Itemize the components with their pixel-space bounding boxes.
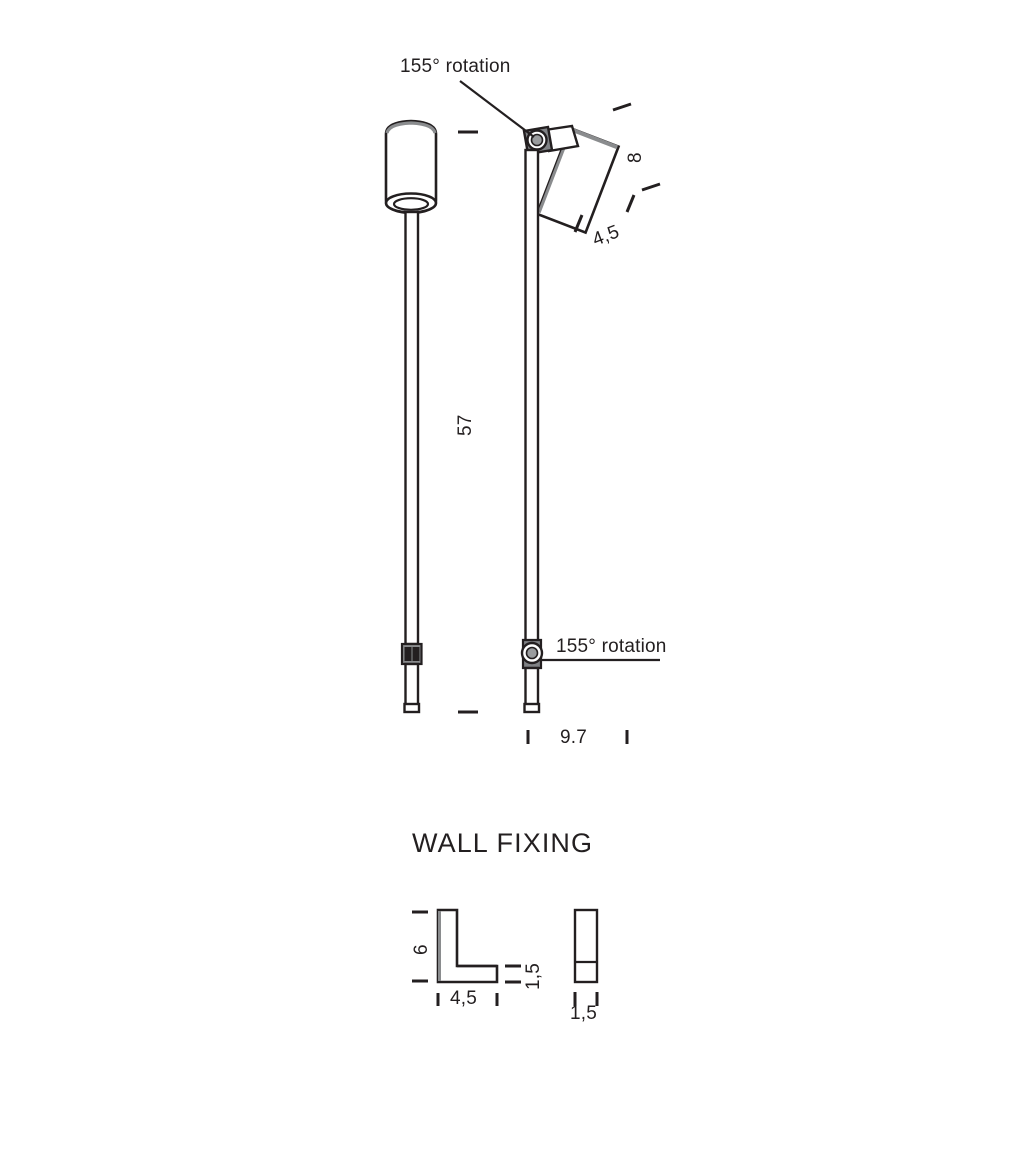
dim-head-length-tick-top bbox=[612, 102, 632, 112]
side-view-group bbox=[520, 124, 621, 714]
front-joint-detail-right bbox=[412, 647, 420, 661]
bracket-height-dimension-label: 6 bbox=[411, 944, 432, 955]
side-base-pivot-pin bbox=[525, 646, 539, 660]
side-head-top-highlight bbox=[569, 127, 618, 150]
overall-height-dimension-label: 57 bbox=[455, 414, 476, 436]
wall-fixing-bracket-side bbox=[573, 908, 599, 984]
front-view-group bbox=[384, 119, 438, 714]
side-head-pivot-pin bbox=[530, 133, 544, 147]
front-foot-cap bbox=[403, 702, 421, 714]
bracket-side-profile bbox=[573, 908, 599, 984]
dim-head-length-tick-bottom bbox=[641, 182, 661, 192]
base-rotation-label: 155° rotation bbox=[556, 636, 667, 657]
side-foot-cap bbox=[523, 702, 541, 714]
wall-fixing-bracket-front bbox=[436, 908, 499, 984]
side-pole-lower bbox=[524, 666, 540, 710]
front-head-top-highlight bbox=[385, 121, 437, 134]
bracket-depth-dimension-label: 1,5 bbox=[570, 1003, 598, 1024]
front-joint-detail-left bbox=[404, 647, 412, 661]
base-width-dimension-label: 9.7 bbox=[560, 727, 588, 748]
bracket-thickness-dimension-label: 1,5 bbox=[523, 962, 544, 990]
dim-head-dia-tick-left bbox=[573, 214, 584, 233]
head-rotation-label: 155° rotation bbox=[400, 56, 511, 77]
side-pole-upper bbox=[524, 148, 540, 644]
bracket-width-dimension-label: 4,5 bbox=[450, 988, 478, 1009]
front-pole-lower bbox=[404, 662, 420, 710]
wall-fixing-title: WALL FIXING bbox=[412, 828, 594, 858]
front-head-aperture bbox=[392, 197, 430, 211]
bracket-l-profile bbox=[436, 908, 499, 984]
dim-head-dia-tick-right bbox=[625, 194, 636, 213]
head-length-dimension-label: 8 bbox=[625, 152, 646, 163]
front-pole-upper bbox=[404, 210, 420, 646]
head-rotation-leader-line bbox=[459, 80, 535, 138]
